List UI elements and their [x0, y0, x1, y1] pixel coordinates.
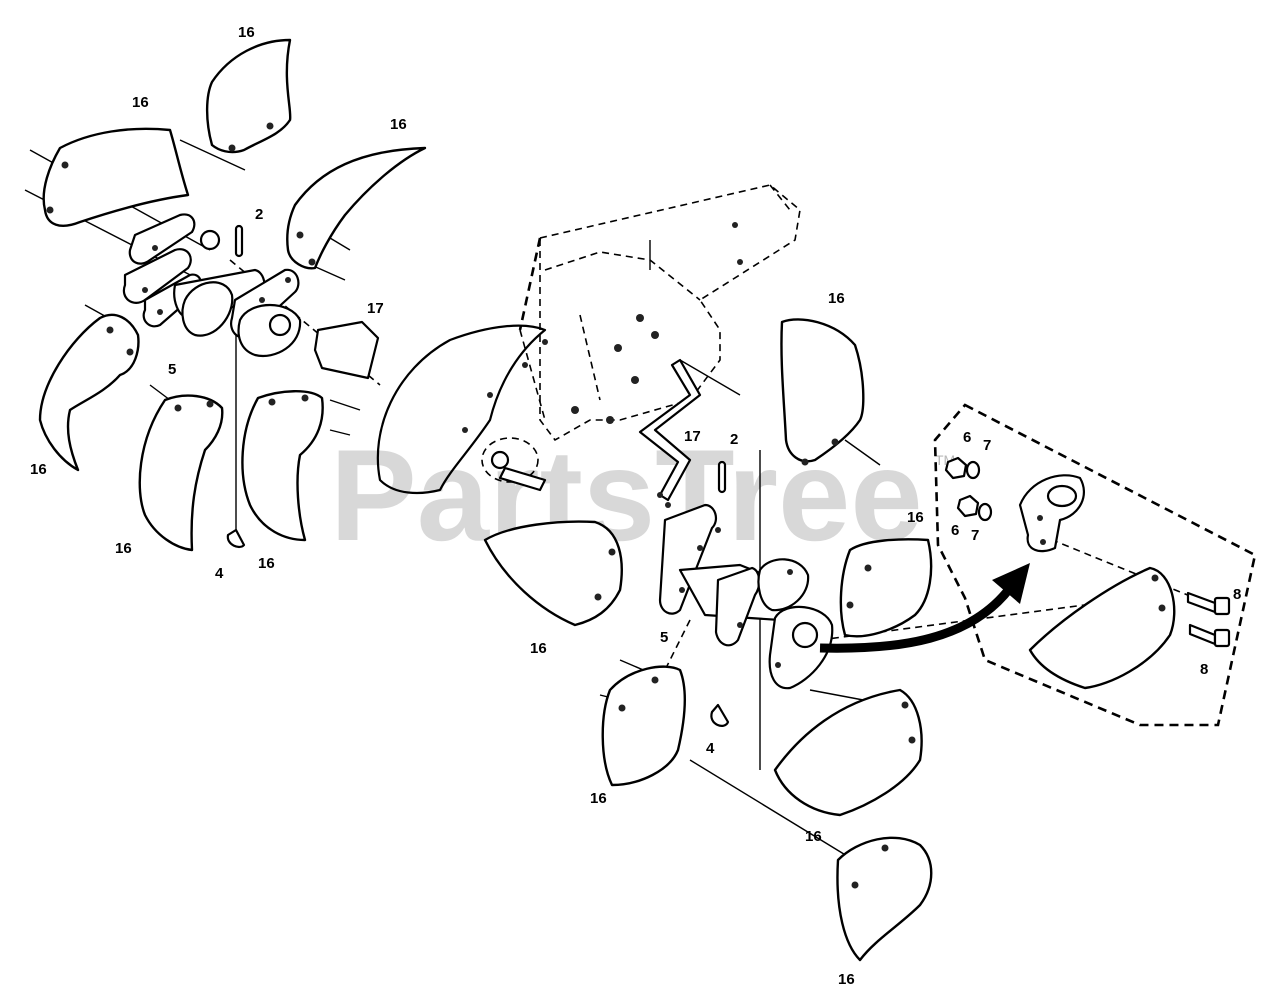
tine-center-left: [483, 520, 623, 627]
hitch-pin-left: [234, 224, 244, 258]
tine-upper-right: [286, 146, 427, 270]
callout-6-top: 6: [963, 429, 971, 446]
hub-collar: [757, 558, 810, 612]
callout-16-bottom-left: 16: [115, 540, 132, 557]
flange-left-1: [128, 213, 196, 265]
callout-16-bottom-right: 16: [258, 555, 275, 572]
tine-bottom-right: [241, 390, 324, 542]
callout-4-left: 4: [215, 565, 224, 582]
callout-7-top: 7: [983, 437, 991, 454]
tine-bottom-right-right: [773, 688, 923, 817]
callout-16-top-left: 16: [238, 24, 255, 41]
tine-bottom-left-right: [601, 665, 686, 787]
callout-5-right: 5: [660, 629, 668, 646]
tine-shield: [376, 324, 547, 495]
tine-bottom-center: [836, 836, 933, 962]
bolt-bottom: [1188, 623, 1217, 646]
callout-16-bottom: 16: [838, 971, 855, 988]
hitch-pin-right: [717, 460, 727, 494]
callout-16-lower-left: 16: [30, 461, 47, 478]
nut-bottom: [956, 494, 980, 518]
callout-16-upper-left: 16: [132, 94, 149, 111]
callout-8-bottom: 8: [1200, 661, 1208, 678]
nut-top: [944, 456, 968, 480]
callout-16-right-mid: 16: [907, 509, 924, 526]
tine-bottom-left: [138, 394, 224, 552]
callout-4-right: 4: [706, 740, 715, 757]
tine-top-right-1: [780, 318, 865, 463]
center-drive-shaft: [498, 466, 547, 492]
left-tine-assembly: [24, 38, 427, 552]
tine-lower-left: [38, 313, 140, 472]
flange-left-2: [122, 248, 192, 304]
callout-2-left: 2: [255, 206, 263, 223]
hairpin-clip-right: [710, 703, 730, 727]
callout-17-left: 17: [367, 300, 384, 317]
inset-bracket: [1018, 474, 1086, 553]
flange-right-2: [237, 303, 302, 358]
callout-5-left: 5: [168, 361, 176, 378]
bolt-top: [1186, 591, 1217, 614]
callout-17-right: 17: [684, 428, 701, 445]
callout-8-top: 8: [1233, 586, 1241, 603]
callout-labels: 16 16 16 16 16 16 16 16 16 16 16 16 2 2 …: [30, 24, 1241, 988]
callout-16-upper-right: 16: [390, 116, 407, 133]
bracket-left: [313, 320, 380, 380]
inset-tine: [1028, 566, 1176, 690]
callout-6-bottom: 6: [951, 522, 959, 539]
right-tine-assembly: [483, 318, 1201, 962]
callout-7-bottom: 7: [971, 527, 979, 544]
hub-flange-2: [714, 566, 761, 647]
detail-inset: [819, 403, 1257, 727]
callout-16-bottom-center: 16: [805, 828, 822, 845]
tine-mid-right: [839, 538, 933, 638]
hub-flange-3: [768, 605, 834, 690]
callout-16-bottom-center-left: 16: [590, 790, 607, 807]
hairpin-clip-left: [226, 528, 246, 549]
callout-16-right-top: 16: [828, 290, 845, 307]
tine-top-left: [205, 38, 292, 154]
tine-upper-left: [42, 127, 190, 227]
collar-left: [181, 281, 234, 337]
callout-16-center-left: 16: [530, 640, 547, 657]
callout-2-right: 2: [730, 431, 738, 448]
